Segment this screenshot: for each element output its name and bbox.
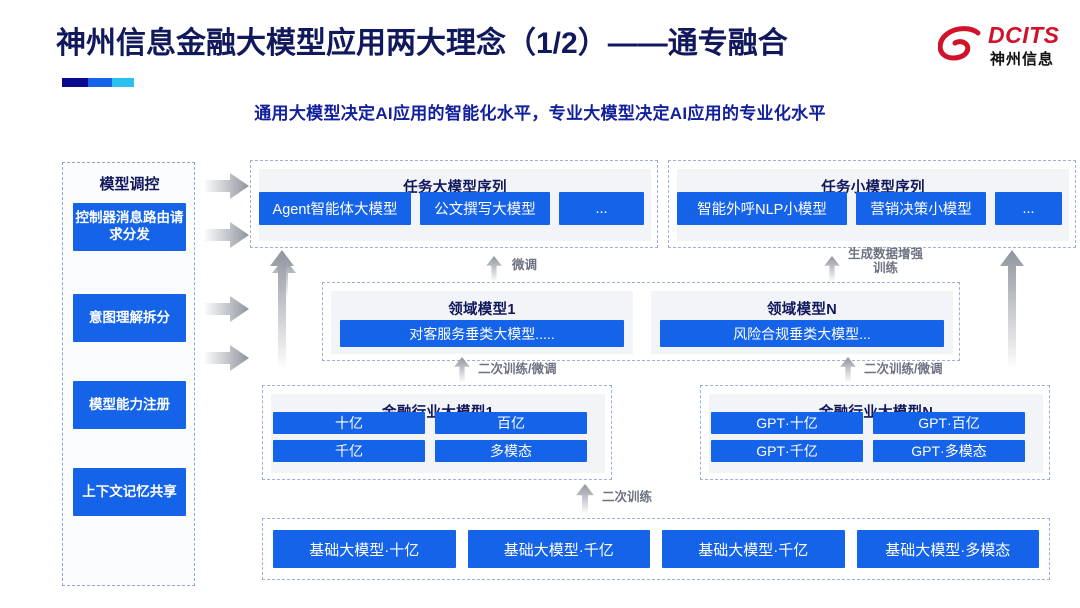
sidebar-item-context-memory[interactable]: 上下文记忆共享 — [73, 468, 186, 516]
industry-right-item-gpt-1b[interactable]: GPT·十亿 — [711, 412, 863, 434]
dcits-swirl-icon — [938, 26, 981, 61]
task-big-model-panel: 任务大模型序列 Agent智能体大模型 公文撰写大模型 ... — [250, 160, 658, 248]
industry-model-right-items: GPT·十亿 GPT·百亿 GPT·千亿 GPT·多模态 — [711, 412, 1025, 462]
task-big-item-agent[interactable]: Agent智能体大模型 — [259, 192, 411, 225]
flow-arrow-right-icon — [203, 222, 249, 248]
sidebar-item-intent-parsing[interactable]: 意图理解拆分 — [73, 294, 186, 342]
flow-label-data-augmentation: 生成数据增强 训练 — [848, 247, 923, 276]
industry-right-item-gpt-10b[interactable]: GPT·百亿 — [873, 412, 1025, 434]
foundation-model-items: 基础大模型·十亿 基础大模型·千亿 基础大模型·千亿 基础大模型·多模态 — [273, 530, 1039, 568]
task-small-model-items: 智能外呼NLP小模型 营销决策小模型 ... — [677, 192, 1062, 225]
industry-left-item-10b[interactable]: 百亿 — [435, 412, 587, 434]
flow-arrow-right-icon — [203, 296, 249, 322]
flow-label-fine-tune: 微调 — [512, 258, 538, 272]
flow-label-data-augmentation-line1: 生成数据增强 — [848, 247, 924, 261]
task-big-item-more[interactable]: ... — [559, 192, 644, 225]
task-small-item-marketing[interactable]: 营销决策小模型 — [856, 192, 986, 225]
task-big-item-document[interactable]: 公文撰写大模型 — [420, 192, 550, 225]
domain-model-right-item[interactable]: 风险合规垂类大模型... — [660, 320, 944, 347]
model-control-panel: 模型调控 控制器消息路由请求分发 意图理解拆分 模型能力注册 上下文记忆共享 — [62, 162, 195, 586]
task-small-item-nlp-outbound[interactable]: 智能外呼NLP小模型 — [677, 192, 847, 225]
industry-left-item-100b[interactable]: 千亿 — [273, 440, 425, 462]
flow-arrow-right-icon — [203, 173, 249, 199]
company-logo: DCITS 神州信息 — [938, 20, 1068, 76]
flow-arrow-up-icon — [270, 250, 294, 370]
domain-model-panel: 领域模型1 对客服务垂类大模型..... 领域模型N 风险合规垂类大模型... — [322, 282, 960, 361]
domain-model-left-title: 领域模型1 — [448, 302, 516, 318]
domain-model-right-title: 领域模型N — [767, 302, 837, 318]
flow-arrow-up-icon — [824, 256, 840, 282]
industry-right-item-gpt-multimodal[interactable]: GPT·多模态 — [873, 440, 1025, 462]
industry-model-right-panel: 金融行业大模型N GPT·十亿 GPT·百亿 GPT·千亿 GPT·多模态 — [700, 385, 1050, 480]
foundation-item-100b-b[interactable]: 基础大模型·千亿 — [662, 530, 845, 568]
page-title: 神州信息金融大模型应用两大理念（1/2）——通专融合 — [56, 27, 788, 60]
flow-label-retrain-bottom: 二次训练 — [602, 490, 653, 504]
task-small-item-more[interactable]: ... — [995, 192, 1062, 225]
flow-label-retrain-left: 二次训练/微调 — [478, 362, 557, 376]
flow-arrow-up-icon — [1000, 250, 1024, 370]
flow-label-retrain-right: 二次训练/微调 — [864, 362, 943, 376]
industry-left-item-multimodal[interactable]: 多模态 — [435, 440, 587, 462]
industry-model-left-panel: 金融行业大模型1 十亿 百亿 千亿 多模态 — [262, 385, 612, 480]
task-small-model-panel: 任务小模型序列 智能外呼NLP小模型 营销决策小模型 ... — [668, 160, 1076, 248]
sidebar-title: 模型调控 — [99, 176, 160, 193]
flow-arrow-up-icon — [840, 357, 856, 383]
sidebar-item-capability-registry[interactable]: 模型能力注册 — [73, 381, 186, 429]
logo-text-en: DCITS — [988, 22, 1060, 48]
domain-model-right: 领域模型N 风险合规垂类大模型... — [651, 291, 953, 354]
industry-right-item-gpt-100b[interactable]: GPT·千亿 — [711, 440, 863, 462]
flow-label-data-augmentation-line2: 训练 — [873, 261, 899, 276]
page-subtitle: 通用大模型决定AI应用的智能化水平，专业大模型决定AI应用的专业化水平 — [254, 104, 826, 123]
flow-arrow-right-icon — [203, 345, 249, 371]
title-accent-bar — [62, 78, 134, 87]
foundation-model-panel: 基础大模型·十亿 基础大模型·千亿 基础大模型·千亿 基础大模型·多模态 — [262, 518, 1050, 580]
flow-arrow-up-icon — [486, 256, 502, 282]
foundation-item-multimodal[interactable]: 基础大模型·多模态 — [856, 530, 1039, 568]
logo-text-cn: 神州信息 — [990, 51, 1055, 68]
sidebar-item-controller-routing[interactable]: 控制器消息路由请求分发 — [73, 203, 186, 251]
industry-left-item-1b[interactable]: 十亿 — [273, 412, 425, 434]
task-big-model-items: Agent智能体大模型 公文撰写大模型 ... — [259, 192, 644, 225]
industry-model-left-items: 十亿 百亿 千亿 多模态 — [273, 412, 587, 462]
foundation-item-1b[interactable]: 基础大模型·十亿 — [273, 530, 456, 568]
domain-model-left-item[interactable]: 对客服务垂类大模型..... — [340, 320, 624, 347]
domain-model-left: 领域模型1 对客服务垂类大模型..... — [331, 291, 633, 354]
flow-arrow-up-icon — [576, 484, 594, 514]
foundation-item-100b-a[interactable]: 基础大模型·千亿 — [467, 530, 650, 568]
flow-arrow-up-icon — [454, 357, 470, 383]
